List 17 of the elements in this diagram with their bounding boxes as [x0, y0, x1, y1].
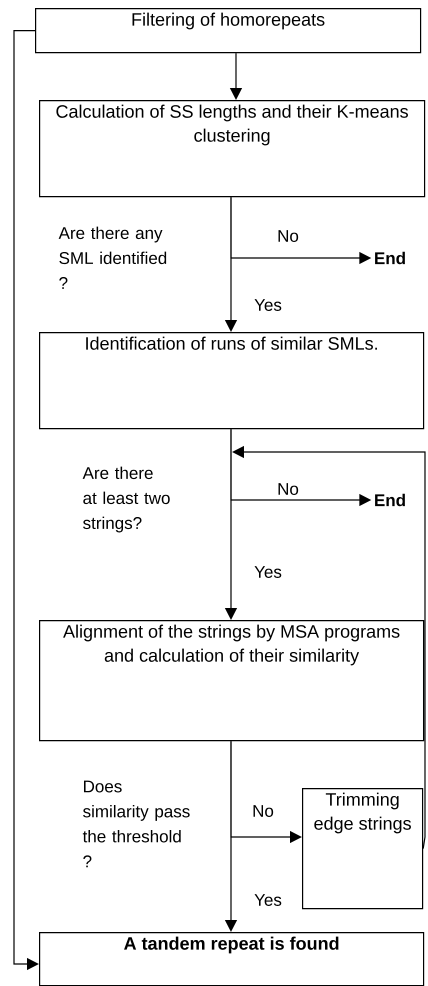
process-box: Identification of runs of similar SMLs.	[39, 332, 424, 430]
end-label: End	[375, 252, 405, 264]
process-box: Trimming edge strings	[302, 788, 424, 910]
process-box: A tandem repeat is found	[39, 932, 424, 986]
edge-label: No	[251, 804, 275, 818]
edge-label: No	[276, 482, 300, 496]
process-box: Alignment of the strings by MSA programs and calculation of their similarity	[39, 620, 424, 742]
edge-label: No	[276, 229, 300, 243]
question-text: Are there any SML identified ?	[58, 226, 166, 289]
question-text: Are there at least two strings?	[82, 466, 170, 532]
edge-label: Yes	[253, 893, 283, 907]
question-text: Does similarity pass the threshold ?	[82, 780, 190, 868]
end-label: End	[375, 494, 405, 506]
process-box: Calculation of SS lengths and their K-means clustering	[39, 100, 426, 198]
edge-label: Yes	[253, 298, 283, 312]
process-box: Filtering of homorepeats	[35, 8, 422, 54]
edge-label: Yes	[253, 565, 283, 579]
